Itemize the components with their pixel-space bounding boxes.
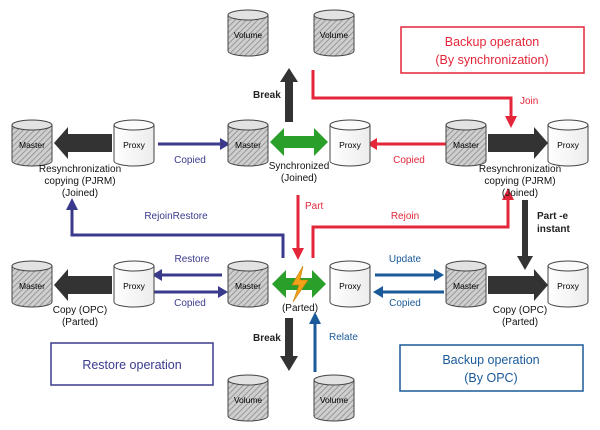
rejoin-restore-label: RejoinRestore bbox=[144, 211, 208, 222]
master-top-right-label: Master bbox=[453, 140, 479, 150]
backup-sync-box: Backup operaton (By synchronization) bbox=[400, 26, 585, 74]
update-arrow: Update bbox=[375, 254, 444, 281]
master-top-left-cylinder: Master bbox=[11, 119, 53, 167]
proxy-top-left-cylinder: Proxy bbox=[113, 119, 155, 167]
backup-opc-box: Backup operation (By OPC) bbox=[399, 344, 584, 392]
volume-top-left-label: Volume bbox=[234, 30, 263, 40]
relate-label: Relate bbox=[329, 332, 358, 343]
lightning-icon bbox=[291, 265, 309, 303]
proxy-top-left-label: Proxy bbox=[123, 140, 145, 150]
resync-right-label: Resynchronization copying (PJRM) (Joined… bbox=[479, 164, 561, 199]
copied-bottom-left-arrow: Copied bbox=[152, 286, 228, 309]
volume-top-right-cylinder: Volume bbox=[313, 9, 355, 57]
resync-left-3: (Joined) bbox=[62, 188, 98, 199]
master-bottom-right-label: Master bbox=[453, 281, 479, 291]
master-sync-cylinder: Master bbox=[227, 119, 269, 167]
resync-left-2: copying (PJRM) bbox=[44, 176, 115, 187]
update-label: Update bbox=[389, 254, 422, 265]
copy-right-2: (Parted) bbox=[502, 317, 538, 328]
master-parted-cylinder: Master bbox=[227, 260, 269, 308]
master-top-right-cylinder: Master bbox=[445, 119, 487, 167]
resync-right-1: Resynchronization bbox=[479, 164, 561, 175]
proxy-bottom-left-label: Proxy bbox=[123, 281, 145, 291]
join-arrow: Join bbox=[311, 70, 538, 128]
rejoin-restore-arrow: RejoinRestore bbox=[66, 198, 285, 258]
backup-sync-subtitle: (By synchronization) bbox=[435, 53, 548, 67]
proxy-parted-cylinder: Proxy bbox=[329, 260, 371, 308]
copied-top-left-arrow: Copied bbox=[158, 138, 230, 166]
proxy-bottom-right-cylinder: Proxy bbox=[547, 260, 589, 308]
copy-arrow-bottom-left bbox=[54, 269, 112, 301]
part-e-label-1: Part -e bbox=[537, 211, 569, 222]
resync-left-1: Resynchronization bbox=[39, 164, 121, 175]
part-e-arrow: Part -e instant bbox=[517, 200, 570, 270]
master-top-left-label: Master bbox=[19, 140, 45, 150]
restore-box: Restore operation bbox=[50, 342, 214, 386]
parted-label: (Parted) bbox=[282, 303, 318, 314]
master-sync-label: Master bbox=[235, 140, 261, 150]
part-arrow: Part bbox=[292, 195, 324, 260]
break-top-arrow: Break bbox=[253, 68, 298, 122]
copy-arrow-bottom-right bbox=[488, 269, 548, 301]
backup-opc-subtitle: (By OPC) bbox=[464, 371, 517, 385]
backup-opc-title: Backup operation bbox=[442, 353, 539, 367]
copy-right-1: Copy (OPC) bbox=[493, 305, 547, 316]
restore-arrow: Restore bbox=[152, 254, 222, 281]
master-parted-label: Master bbox=[235, 281, 261, 291]
resync-right-3: (Joined) bbox=[502, 188, 538, 199]
proxy-bottom-left-cylinder: Proxy bbox=[113, 260, 155, 308]
copied-top-right-label: Copied bbox=[393, 155, 425, 166]
volume-bottom-left-cylinder: Volume bbox=[227, 374, 269, 422]
rejoin-arrow: Rejoin bbox=[311, 188, 514, 258]
break-bottom-arrow: Break bbox=[253, 318, 298, 371]
synchronized-state-label: Synchronized (Joined) bbox=[269, 161, 330, 184]
copied-top-left-label: Copied bbox=[174, 155, 206, 166]
join-label: Join bbox=[520, 96, 538, 107]
relate-arrow: Relate bbox=[309, 312, 358, 372]
copy-arrow-top-right bbox=[488, 127, 548, 159]
rejoin-label: Rejoin bbox=[391, 211, 419, 222]
copy-left-label: Copy (OPC) (Parted) bbox=[53, 305, 107, 328]
break-bottom-label: Break bbox=[253, 333, 281, 344]
proxy-sync-cylinder: Proxy bbox=[329, 119, 371, 167]
copied-top-right-arrow: Copied bbox=[367, 138, 446, 166]
volume-top-right-label: Volume bbox=[320, 30, 349, 40]
copied-bottom-right-label: Copied bbox=[389, 298, 421, 309]
master-bottom-left-label: Master bbox=[19, 281, 45, 291]
parted-green-arrow bbox=[272, 265, 326, 303]
proxy-top-right-cylinder: Proxy bbox=[547, 119, 589, 167]
master-bottom-left-cylinder: Master bbox=[11, 260, 53, 308]
copy-right-label: Copy (OPC) (Parted) bbox=[493, 305, 547, 328]
volume-bottom-right-label: Volume bbox=[320, 395, 349, 405]
part-e-label-2: instant bbox=[537, 224, 570, 235]
copied-bottom-right-arrow: Copied bbox=[373, 286, 444, 309]
master-bottom-right-cylinder: Master bbox=[445, 260, 487, 308]
synchronized-label-2: (Joined) bbox=[281, 173, 317, 184]
copy-left-1: Copy (OPC) bbox=[53, 305, 107, 316]
copy-left-2: (Parted) bbox=[62, 317, 98, 328]
parted-state-label: (Parted) bbox=[282, 303, 318, 314]
copy-arrow-top-left bbox=[54, 127, 112, 159]
copied-bottom-left-label: Copied bbox=[174, 298, 206, 309]
synchronized-green-arrow bbox=[270, 128, 328, 156]
break-top-label: Break bbox=[253, 90, 281, 101]
proxy-bottom-right-label: Proxy bbox=[557, 281, 579, 291]
volume-top-left-cylinder: Volume bbox=[227, 9, 269, 57]
volume-bottom-right-cylinder: Volume bbox=[313, 374, 355, 422]
synchronized-label-1: Synchronized bbox=[269, 161, 330, 172]
proxy-sync-label: Proxy bbox=[339, 140, 361, 150]
restore-box-title: Restore operation bbox=[82, 358, 181, 372]
resync-right-2: copying (PJRM) bbox=[484, 176, 555, 187]
backup-sync-title: Backup operaton bbox=[445, 35, 540, 49]
proxy-top-right-label: Proxy bbox=[557, 140, 579, 150]
restore-label: Restore bbox=[174, 254, 209, 265]
part-label: Part bbox=[305, 201, 324, 212]
proxy-parted-label: Proxy bbox=[339, 281, 361, 291]
resync-left-label: Resynchronization copying (PJRM) (Joined… bbox=[39, 164, 121, 199]
volume-bottom-left-label: Volume bbox=[234, 395, 263, 405]
